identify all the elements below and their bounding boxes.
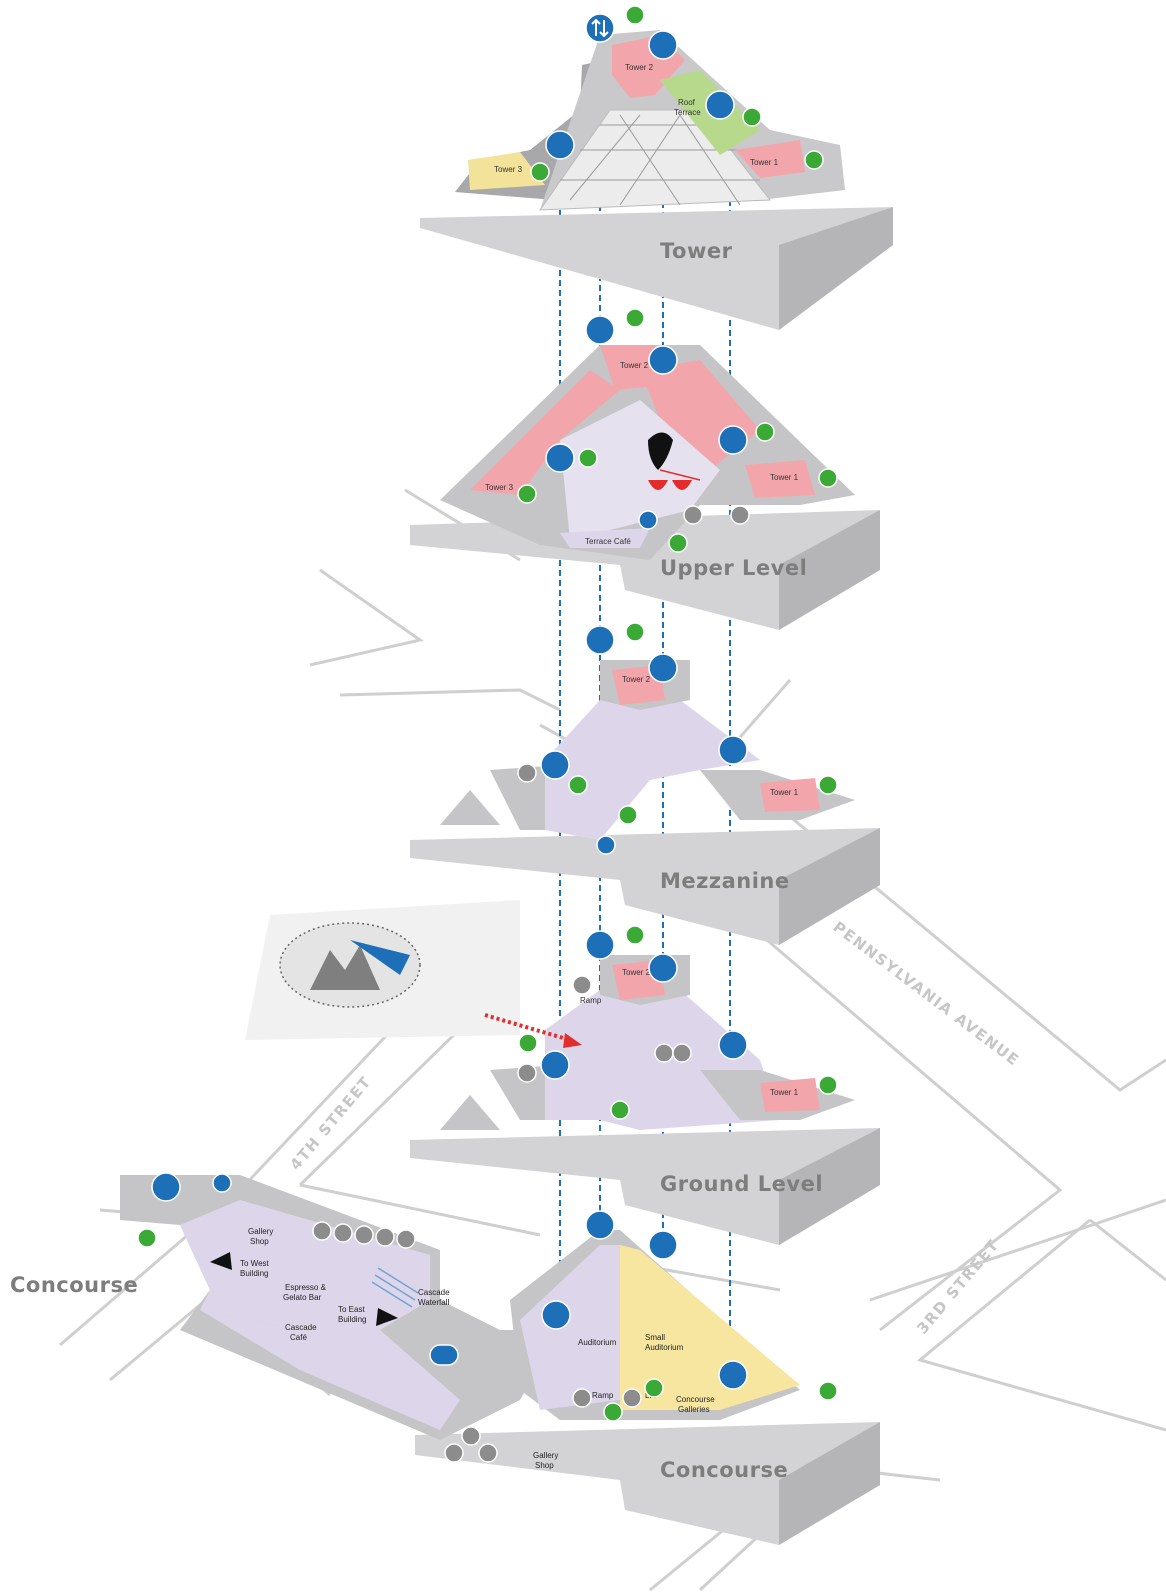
room-tower1-upper: Tower 1 xyxy=(770,473,799,482)
tower-level: Tower Tower 2 Roof Terrace Tower 1 Tower… xyxy=(420,30,893,330)
restroom-icon xyxy=(461,1426,481,1446)
atm-icon xyxy=(312,1221,332,1241)
room-terrace-cafe: Terrace Café xyxy=(585,537,631,546)
moving-walkway-icon xyxy=(429,1344,459,1366)
restroom-icon xyxy=(396,1229,416,1249)
room-tower1-mezz: Tower 1 xyxy=(770,788,799,797)
arrow-east-icon xyxy=(376,1308,398,1326)
room-tower2-mezz: Tower 2 xyxy=(622,675,651,684)
street-label-3rd: 3RD STREET xyxy=(913,1236,1003,1338)
room-galleries-1: Concourse xyxy=(676,1395,715,1404)
stairs-icons xyxy=(137,5,838,1422)
street-label-pennsylvania: PENNSYLVANIA AVENUE xyxy=(830,918,1023,1070)
room-ramp-ground: Ramp xyxy=(580,996,602,1005)
room-to-east-2: Building xyxy=(338,1315,366,1324)
restroom-icon xyxy=(354,1225,374,1245)
accessible-icon xyxy=(572,1388,592,1408)
room-tower2-top: Tower 2 xyxy=(625,63,654,72)
level-label-tower: Tower xyxy=(660,239,733,263)
room-cascade-cafe-1: Cascade xyxy=(285,1323,317,1332)
room-to-west-1: To West xyxy=(240,1259,270,1268)
accessible-icon xyxy=(622,1388,642,1408)
restroom-icon xyxy=(517,763,537,783)
room-small-aud-1: Small xyxy=(645,1333,665,1342)
restroom-icon xyxy=(730,505,750,525)
sculpture-icon xyxy=(648,432,701,490)
room-gallery-shop-4: Shop xyxy=(535,1461,554,1470)
room-tower2-upper: Tower 2 xyxy=(620,361,649,370)
room-roof-2: Terrace xyxy=(674,108,701,117)
restroom-icon xyxy=(444,1443,464,1463)
ground-level: Ground Level Tower 2 Tower 1 Ramp xyxy=(245,900,880,1245)
restroom-icon xyxy=(683,505,703,525)
room-tower1-ground: Tower 1 xyxy=(770,1088,799,1097)
moving-walkway-icon xyxy=(672,1043,692,1063)
room-small-aud-2: Auditorium xyxy=(645,1343,684,1352)
level-label-concourse-west: Concourse xyxy=(10,1273,138,1297)
room-gallery-shop-2: Shop xyxy=(250,1237,269,1246)
room-espresso-2: Gelato Bar xyxy=(283,1293,322,1302)
escalator-icons xyxy=(212,510,658,1366)
room-waterfall-2: Waterfall xyxy=(418,1298,449,1307)
room-gallery-shop-3: Gallery xyxy=(533,1451,558,1460)
restroom-icon xyxy=(517,1063,537,1083)
room-waterfall-1: Cascade xyxy=(418,1288,450,1297)
room-galleries-2: Galleries xyxy=(678,1405,710,1414)
arrow-west-icon xyxy=(210,1252,232,1270)
elevator-icons xyxy=(151,13,748,1390)
accessible-icon xyxy=(478,1443,498,1463)
upper-level: Upper Level Tower 2 Tower 1 Tower 3 Terr… xyxy=(410,345,880,630)
info-icon xyxy=(654,1043,674,1063)
accessible-icon xyxy=(572,975,592,995)
level-label-upper: Upper Level xyxy=(660,556,807,580)
room-tower3-top: Tower 3 xyxy=(494,165,523,174)
room-auditorium: Auditorium xyxy=(578,1338,617,1347)
facility-icons xyxy=(312,505,750,1463)
accessible-icon xyxy=(333,1223,353,1243)
room-roof-1: Roof xyxy=(678,98,696,107)
concourse-level: Concourse Concourse Gallery Shop To West… xyxy=(10,1175,880,1545)
room-to-west-2: Building xyxy=(240,1269,268,1278)
room-tower3-upper: Tower 3 xyxy=(485,483,514,492)
level-label-mezzanine: Mezzanine xyxy=(660,869,790,893)
room-gallery-shop-1: Gallery xyxy=(248,1227,273,1236)
level-label-concourse: Concourse xyxy=(660,1458,788,1482)
restroom-icon xyxy=(375,1227,395,1247)
room-tower2-ground: Tower 2 xyxy=(622,968,651,977)
room-espresso-1: Espresso & xyxy=(285,1283,327,1292)
mezzanine-level: Mezzanine Tower 2 Tower 1 xyxy=(410,660,880,945)
room-tower1-top: Tower 1 xyxy=(750,158,779,167)
room-cascade-cafe-2: Café xyxy=(290,1333,307,1342)
level-label-ground: Ground Level xyxy=(660,1172,823,1196)
room-ramp-concourse: Ramp xyxy=(592,1391,614,1400)
room-to-east-1: To East xyxy=(338,1305,365,1314)
